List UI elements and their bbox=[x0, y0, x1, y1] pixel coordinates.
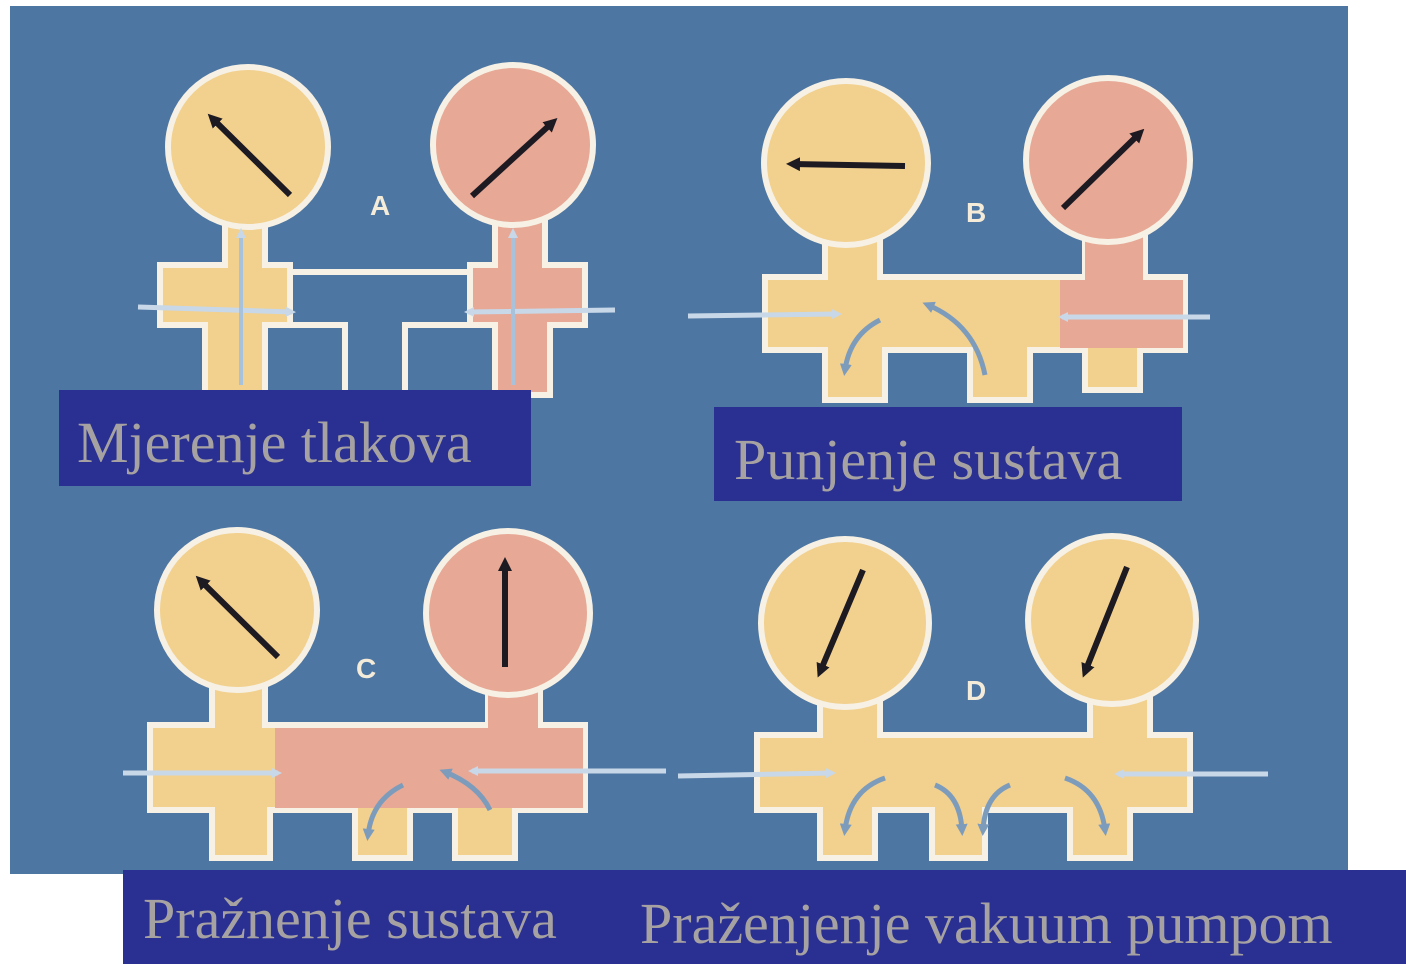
panel-d-flow-left bbox=[839, 775, 886, 836]
panel-c-flow-right bbox=[439, 768, 493, 812]
panel-a-low-gauge bbox=[165, 64, 331, 230]
panel-a-high-needle bbox=[469, 117, 558, 199]
caption-vacuum-pump-evacuation: Praženjenje vakuum pumpom bbox=[640, 891, 1333, 956]
panel-d-flow-mid-right bbox=[977, 782, 1012, 836]
panel-b: B bbox=[687, 75, 1210, 403]
panel-b-inlet-left-arrow bbox=[687, 309, 842, 320]
panel-b-low-needle bbox=[786, 157, 906, 172]
panel-c-high-pressure-region bbox=[275, 728, 583, 808]
panel-b-high-block bbox=[1060, 280, 1183, 348]
caption-charging-system: Punjenje sustava bbox=[714, 407, 1182, 501]
panel-a-high-gauge bbox=[430, 62, 596, 228]
panel-b-letter: B bbox=[966, 197, 986, 228]
panel-d-low-needle bbox=[816, 568, 866, 678]
panel-d-letter: D bbox=[966, 675, 986, 706]
panel-d-high-needle bbox=[1081, 565, 1130, 678]
panel-a-inlet-right-arrow bbox=[464, 306, 616, 317]
panel-a-middle-outline bbox=[290, 269, 470, 395]
caption-discharging-system: Pražnenje sustava bbox=[123, 870, 1406, 964]
panel-a-inlet-left-arrow bbox=[137, 304, 296, 317]
panel-d-flow-mid-left bbox=[933, 782, 968, 836]
panel-b-high-needle bbox=[1060, 128, 1145, 211]
panel-c-flow-left bbox=[362, 782, 405, 841]
panel-d-high-gauge bbox=[1025, 533, 1199, 707]
panel-c: C bbox=[123, 527, 666, 861]
panel-c-low-gauge bbox=[154, 527, 320, 693]
panel-b-flow-left bbox=[839, 317, 882, 376]
panel-c-letter: C bbox=[356, 653, 376, 684]
caption-measuring-pressures: Mjerenje tlakova bbox=[59, 390, 531, 486]
panel-b-flow-right bbox=[922, 301, 988, 376]
panel-d-flow-right bbox=[1064, 775, 1111, 836]
panel-a: A bbox=[137, 62, 616, 398]
panel-a-low-needle bbox=[207, 113, 293, 198]
panel-a-left-body bbox=[157, 202, 293, 398]
panel-d: D bbox=[677, 533, 1268, 861]
panel-d-inlet-left-arrow bbox=[677, 768, 836, 779]
panel-a-right-body bbox=[467, 202, 588, 398]
panel-c-low-needle bbox=[195, 575, 281, 660]
panel-d-low-gauge bbox=[758, 536, 932, 710]
panel-a-letter: A bbox=[370, 190, 390, 221]
